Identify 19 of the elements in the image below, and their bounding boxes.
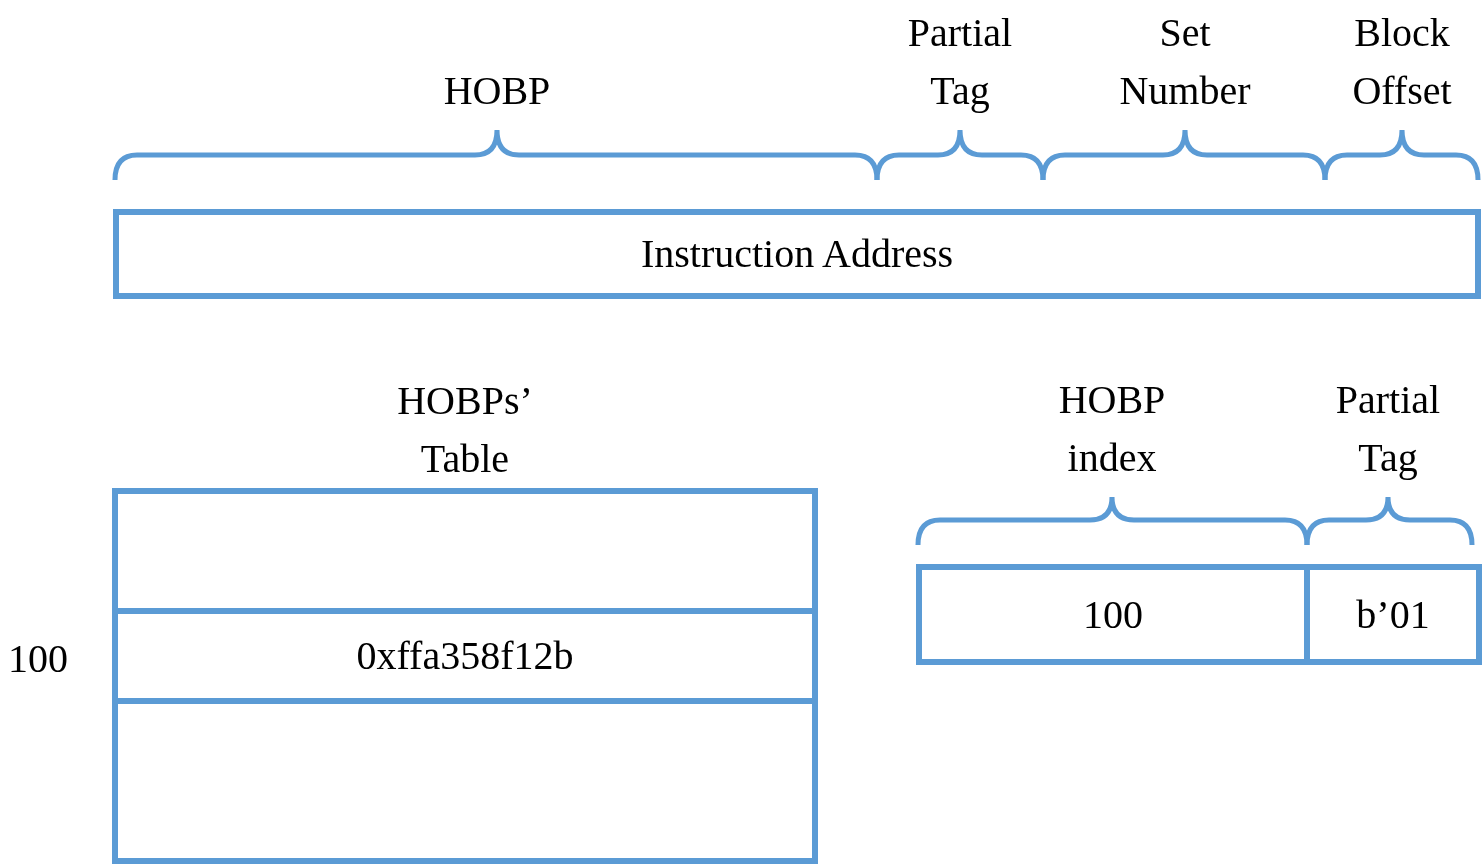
table-heading: HOBPs’ Table: [396, 377, 534, 483]
field-label: Partial Tag: [1334, 376, 1442, 482]
field-value: 100: [1083, 590, 1143, 639]
table-row: [112, 488, 818, 614]
table-row: [112, 704, 818, 864]
field-box: [1310, 564, 1482, 665]
field-value: b’01: [1356, 590, 1430, 639]
table-box: [112, 488, 818, 864]
row-index: 100: [8, 635, 68, 683]
address-bar: [113, 209, 1481, 299]
field-box: [916, 564, 1310, 665]
field-label: HOBP: [442, 67, 552, 115]
field-label: HOBP index: [1057, 376, 1167, 482]
field-value: 0xffa358f12b: [356, 632, 574, 680]
field-value: Instruction Address: [640, 230, 954, 278]
table-row: [112, 614, 818, 704]
field-label: Partial Tag: [906, 9, 1014, 115]
field-label: Block Offset: [1351, 9, 1453, 115]
field-label: Set Number: [1118, 9, 1252, 115]
